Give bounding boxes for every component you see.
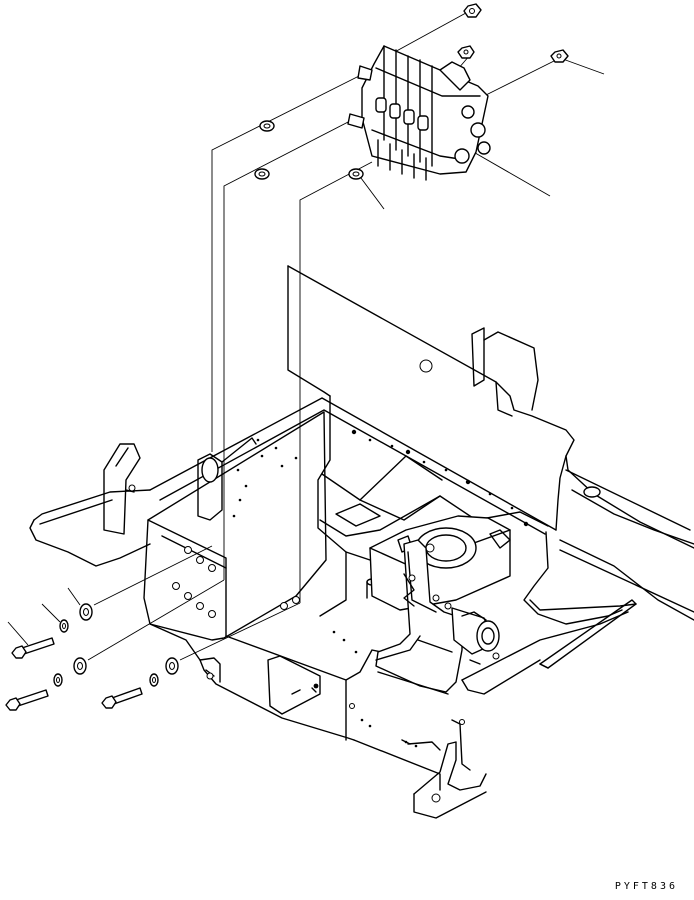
spring-washer-2 <box>54 674 62 686</box>
bolt-2 <box>6 690 48 710</box>
bolt-3 <box>102 688 142 708</box>
main-frame <box>30 396 694 818</box>
steering-bracket <box>376 540 462 694</box>
flat-washer-2 <box>74 658 86 674</box>
figure-code: PYFT836 <box>614 881 678 892</box>
gear-box <box>370 516 510 612</box>
rear-upright-plate <box>288 266 574 530</box>
washer-nut-left-1 <box>260 121 274 131</box>
flat-washer-3 <box>166 658 178 674</box>
hex-nut-right-upper <box>458 46 474 58</box>
flat-washer-1 <box>80 604 92 620</box>
hex-nut-top <box>464 4 481 17</box>
washer-nut-left-2 <box>255 169 269 179</box>
spring-washer-3 <box>150 674 158 686</box>
frame-rivet-dots <box>232 429 529 748</box>
steering-shaft <box>452 608 499 664</box>
spring-washer-1 <box>60 620 68 632</box>
control-valve <box>348 46 490 180</box>
leader-lines <box>8 8 604 660</box>
hex-nut-right <box>551 50 568 62</box>
washer-nut-left-3 <box>349 169 363 179</box>
bolt-1 <box>12 638 54 658</box>
